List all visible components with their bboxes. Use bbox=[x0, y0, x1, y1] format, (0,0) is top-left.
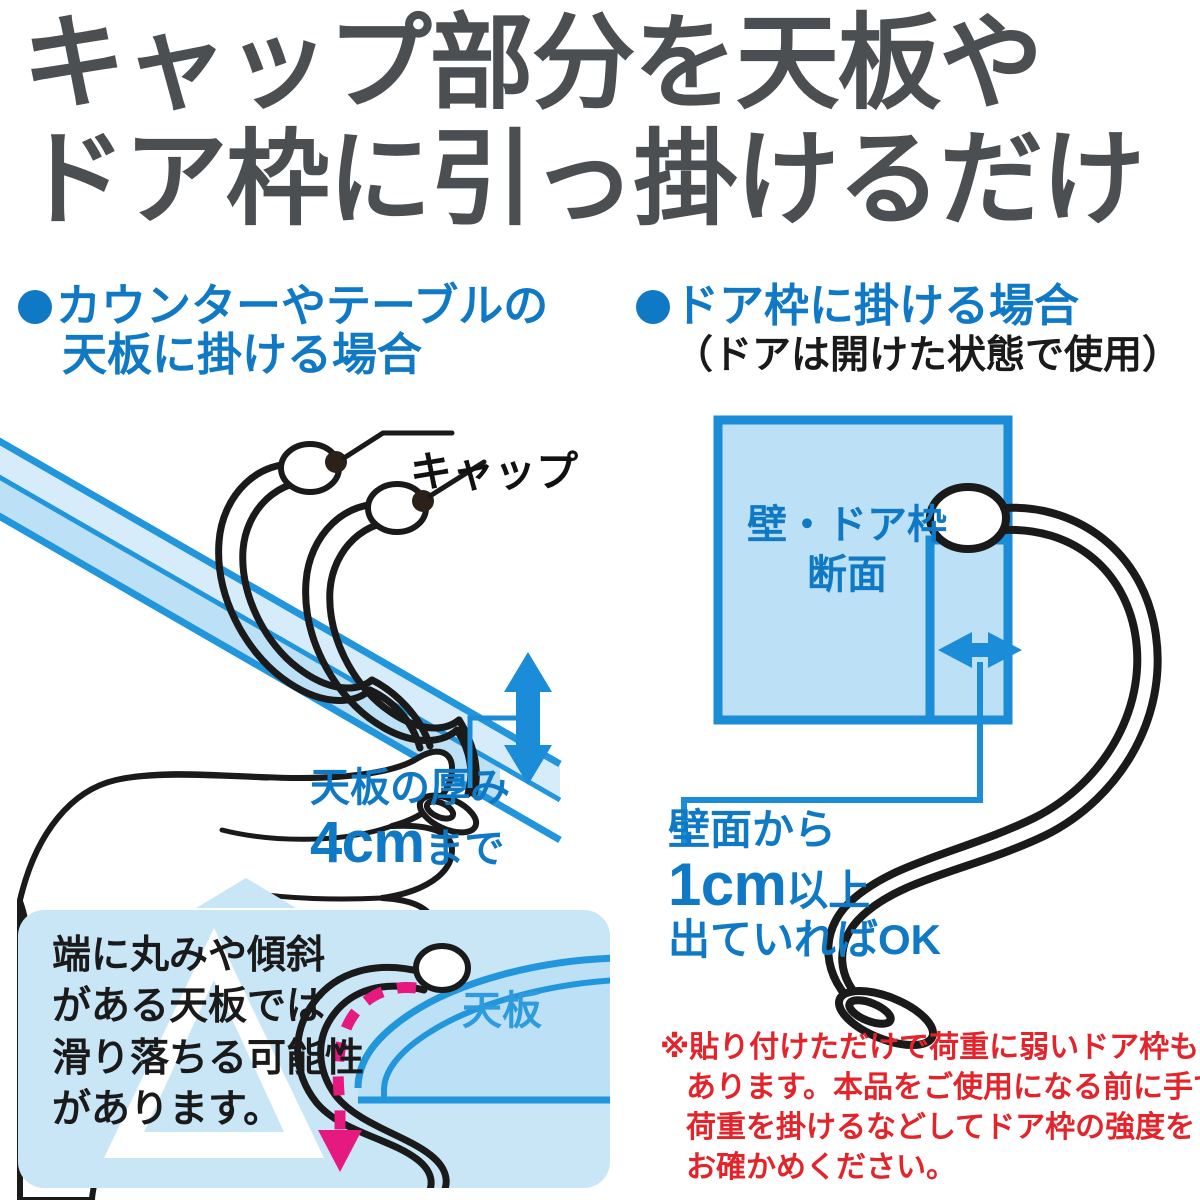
strap-right bbox=[824, 503, 1162, 1012]
hook-strap-slipping bbox=[294, 963, 450, 1188]
wall-section-label-line2: 断面 bbox=[807, 553, 887, 597]
section-heading-right-line1: ドア枠に掛ける場合 bbox=[674, 280, 1080, 331]
warning-text-line4: があります。 bbox=[52, 1088, 283, 1132]
thickness-label-line2: 4cmまで bbox=[310, 814, 510, 872]
caution-line3: 荷重を掛けるなどしてドア枠の強度を bbox=[686, 1110, 1196, 1144]
warning-triangle-inner bbox=[144, 980, 284, 1132]
clearance-label: 壁面から 1cm以上 出ていればOK bbox=[668, 808, 941, 962]
slip-direction-arrow bbox=[318, 982, 417, 1172]
section-heading-right: ドア枠に掛ける場合 （ドアは開けた状態で使用） bbox=[636, 280, 1182, 377]
thickness-leader bbox=[467, 715, 528, 788]
warning-pointer-triangle bbox=[196, 878, 296, 908]
clasp-left bbox=[416, 792, 480, 836]
section-heading-left-line1: カウンターやテーブルの bbox=[56, 280, 549, 331]
cap-ball-1 bbox=[278, 441, 347, 495]
wall-section-label: 壁・ドア枠 断面 bbox=[742, 500, 952, 600]
cap-ball-slipping bbox=[413, 943, 471, 993]
thickness-value: 4cm bbox=[310, 810, 425, 875]
wall-section-label-line1: 壁・ドア枠 bbox=[747, 503, 947, 547]
section-heading-right-note: （ドアは開けた状態で使用） bbox=[674, 333, 1182, 377]
caution-line4: お確かめください。 bbox=[686, 1150, 956, 1184]
protrusion-leader bbox=[681, 662, 983, 846]
cap-ball-right bbox=[926, 483, 1010, 553]
protrusion-arrow bbox=[938, 632, 1022, 668]
warning-text-line2: がある天板では bbox=[52, 985, 326, 1029]
warning-text: 端に丸みや傾斜 がある天板では 滑り落ちる可能性 があります。 bbox=[52, 930, 365, 1136]
caution-line2: あります。本品をご使用になる前に手で bbox=[686, 1070, 1200, 1104]
caution-line1: ※貼り付けただけで荷重に弱いドア枠も bbox=[660, 1031, 1200, 1064]
clearance-value-suffix: 以上 bbox=[786, 866, 871, 914]
thickness-label-line1: 天板の厚み bbox=[310, 766, 510, 810]
cap-callout-label: キャップ bbox=[410, 448, 579, 495]
rounded-tabletop bbox=[354, 954, 610, 1104]
warning-box: 端に丸みや傾斜 がある天板では 滑り落ちる可能性 があります。 bbox=[18, 910, 610, 1188]
clearance-value: 1cm bbox=[668, 850, 787, 918]
section-heading-left-line2: 天板に掛ける場合 bbox=[62, 328, 423, 380]
right-illustration-panel bbox=[620, 400, 1200, 1200]
clearance-line1: 壁面から bbox=[668, 806, 837, 853]
warning-text-line1: 端に丸みや傾斜 bbox=[52, 934, 326, 977]
headline-line-2: ドア枠に引っ掛けるだけ bbox=[22, 122, 1145, 238]
clearance-line2: 1cm以上 bbox=[668, 850, 941, 918]
clearance-line3: 出ていればOK bbox=[668, 916, 942, 964]
warning-text-line3: 滑り落ちる可能性 bbox=[52, 1036, 365, 1080]
headline-block: キャップ部分を天板や ドア枠に引っ掛けるだけ bbox=[0, 0, 1200, 258]
thickness-label: 天板の厚み 4cmまで bbox=[310, 768, 510, 872]
wall-cross-section bbox=[681, 415, 1022, 846]
headline-line-1: キャップ部分を天板や bbox=[22, 6, 1043, 122]
bullet-icon bbox=[18, 290, 52, 324]
thickness-suffix: まで bbox=[424, 827, 505, 871]
clasp-right bbox=[834, 986, 938, 1050]
right-diagram-svg bbox=[681, 415, 1162, 1050]
section-heading-left: カウンターやテーブルの 天板に掛ける場合 bbox=[18, 280, 549, 380]
bullet-icon bbox=[636, 290, 670, 324]
tabletop-label: 天板 bbox=[462, 989, 542, 1033]
cap-leader-lines bbox=[341, 430, 487, 499]
warning-box-svg bbox=[104, 928, 610, 1188]
caution-note: ※貼り付けただけで荷重に弱いドア枠も あります。本品をご使用になる前に手で 荷重… bbox=[660, 1028, 1200, 1188]
